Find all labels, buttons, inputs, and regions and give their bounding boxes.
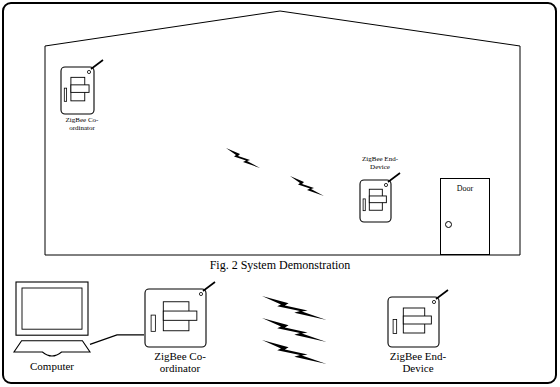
zigbee-device: ZigBee End-Device [357, 156, 403, 223]
device-icon [60, 60, 104, 115]
door: Door [440, 178, 490, 255]
device-led [87, 70, 90, 73]
device-label: Door [457, 185, 473, 194]
device-label: ZigBee End-Device [382, 350, 454, 374]
device-slot [403, 316, 431, 324]
outer-frame [3, 3, 556, 383]
device-switch [64, 88, 66, 101]
device-label: ZigBee End-Device [357, 156, 403, 171]
device-label: ZigBee Co-ordinator [59, 117, 105, 132]
wireless-bolt [290, 176, 324, 196]
wireless-bolt [262, 296, 327, 320]
device-slot [163, 311, 197, 320]
device-led [199, 292, 202, 295]
device-icon [359, 173, 401, 223]
house-outline [45, 11, 520, 255]
device-label: Computer [30, 360, 74, 372]
zigbee-device: ZigBee End-Device [382, 290, 454, 374]
device-slot [369, 196, 386, 203]
wireless-bolt [262, 340, 327, 364]
device-icon [144, 282, 216, 348]
monitor [16, 282, 88, 335]
computer-base [14, 341, 90, 356]
zigbee-device: ZigBee Co-ordinator [59, 60, 105, 132]
antenna [91, 60, 103, 69]
computer-icon [12, 282, 92, 358]
device-label: ZigBee Co-ordinator [144, 350, 216, 374]
door-knob [445, 221, 452, 228]
device-led [384, 184, 387, 187]
device-led [432, 300, 435, 303]
computer: Computer [12, 282, 92, 372]
zigbee-device: ZigBee Co-ordinator [144, 282, 216, 374]
wireless-bolt [226, 148, 260, 168]
device-slot [71, 85, 89, 93]
screen [22, 288, 82, 329]
antenna [388, 173, 400, 182]
cable [90, 335, 144, 345]
device-body [360, 180, 391, 222]
antenna [436, 290, 448, 299]
device-body [388, 297, 439, 347]
device-switch [151, 315, 155, 331]
device-switch [393, 320, 397, 334]
antenna [203, 282, 215, 291]
device-body [61, 67, 94, 114]
wireless-bolt [262, 318, 327, 342]
device-icon [387, 290, 449, 348]
device-body [145, 289, 206, 347]
device-switch [363, 199, 365, 211]
figure-caption: Fig. 2 System Demonstration [210, 259, 351, 272]
